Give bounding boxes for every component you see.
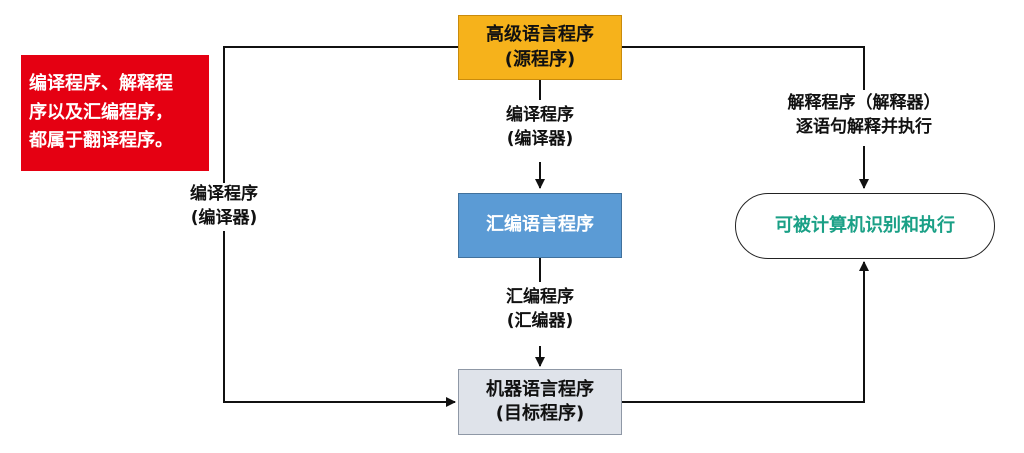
- edge-label-assembler: 汇编程序 (汇编器): [480, 286, 600, 334]
- translator-note: 编译程序、解释程 序以及汇编程序， 都属于翻译程序。: [21, 55, 209, 171]
- node-source-title: 高级语言程序: [486, 24, 594, 46]
- edge-label-interpreter: 解释程序（解释器） 逐语句解释并执行: [754, 92, 974, 140]
- node-executable: 可被计算机识别和执行: [735, 193, 995, 259]
- edge-label-assembler-line1: 汇编程序: [506, 287, 574, 307]
- edge-label-compiler-left-line1: 编译程序: [190, 184, 258, 204]
- arrow-source-to-executable: [622, 46, 864, 188]
- edge-label-compiler-center-line2: (编译器): [506, 128, 574, 149]
- note-line-3: 都属于翻译程序。: [29, 130, 173, 152]
- node-assembly-title: 汇编语言程序: [486, 214, 594, 236]
- edge-label-compiler-left-line2: (编译器): [190, 207, 258, 228]
- node-machine-program: 机器语言程序 (目标程序): [458, 369, 622, 435]
- node-machine-subtitle: (目标程序): [495, 403, 585, 424]
- edge-label-compiler-left: 编译程序 (编译器): [160, 183, 288, 231]
- edge-label-assembler-line2: (汇编器): [506, 310, 574, 331]
- node-source-subtitle: (源程序): [504, 48, 576, 70]
- arrow-machine-to-executable: [622, 261, 869, 403]
- node-machine-title: 机器语言程序: [486, 378, 594, 400]
- note-line-2: 序以及汇编程序，: [29, 101, 173, 123]
- edge-label-compiler-center-line1: 编译程序: [506, 105, 574, 125]
- node-assembly-program: 汇编语言程序: [458, 193, 622, 258]
- edge-label-interpreter-line2: 逐语句解释并执行: [796, 116, 932, 137]
- note-line-1: 编译程序、解释程: [29, 72, 173, 94]
- edge-label-interpreter-line1: 解释程序（解释器）: [787, 93, 941, 113]
- node-executable-title: 可被计算机识别和执行: [775, 214, 955, 236]
- node-source-program: 高级语言程序 (源程序): [458, 15, 622, 80]
- edge-label-compiler-center: 编译程序 (编译器): [480, 104, 600, 152]
